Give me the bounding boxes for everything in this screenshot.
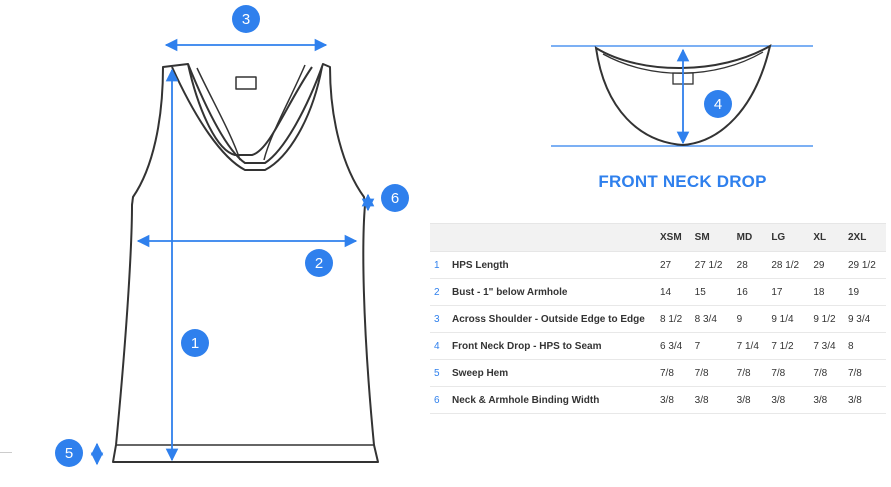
tank-top-outline [112,63,379,463]
table-row: 3 Across Shoulder - Outside Edge to Edge… [430,305,886,333]
size-chart-table: XSM SM MD LG XL 2XL 1 HPS Length 27 27 1… [430,223,886,414]
cell-2xl: 8 [843,332,886,360]
cell-xl: 29 [809,251,844,279]
cell-2xl: 7/8 [843,359,886,387]
cell-xl: 9 1/2 [809,305,844,333]
header-measurement [448,223,656,252]
header-2xl: 2XL [843,223,886,252]
header-md: MD [732,223,768,252]
cell-xsm: 14 [656,278,691,306]
cell-md: 16 [732,278,768,306]
cell-md: 7/8 [732,359,768,387]
row-measurement: Across Shoulder - Outside Edge to Edge [448,305,656,333]
marker-4: 4 [704,90,732,118]
svg-text:4: 4 [714,96,722,113]
table-row: 2 Bust - 1" below Armhole 14 15 16 17 18… [430,278,886,306]
cell-2xl: 19 [843,278,886,306]
table-header-row: XSM SM MD LG XL 2XL [430,223,886,252]
cell-xsm: 6 3/4 [656,332,691,360]
cell-xsm: 8 1/2 [656,305,691,333]
header-sm: SM [690,223,733,252]
table-row: 6 Neck & Armhole Binding Width 3/8 3/8 3… [430,386,886,414]
table-row: 4 Front Neck Drop - HPS to Seam 6 3/4 7 … [430,332,886,360]
row-measurement: HPS Length [448,251,656,279]
marker-6: 6 [381,184,409,212]
header-xsm: XSM [656,223,691,252]
cell-xl: 7/8 [809,359,844,387]
header-xl: XL [809,223,844,252]
cell-xsm: 7/8 [656,359,691,387]
cell-lg: 9 1/4 [767,305,810,333]
marker-3: 3 [232,5,260,33]
page-edge-fragment [0,452,12,475]
cell-sm: 3/8 [690,386,733,414]
cell-lg: 17 [767,278,810,306]
row-measurement: Neck & Armhole Binding Width [448,386,656,414]
cell-md: 7 1/4 [732,332,768,360]
cell-xl: 7 3/4 [809,332,844,360]
cell-md: 28 [732,251,768,279]
front-neck-drop-title: FRONT NECK DROP [598,172,767,191]
marker-2: 2 [305,249,333,277]
header-lg: LG [767,223,810,252]
cell-sm: 7/8 [690,359,733,387]
row-measurement: Sweep Hem [448,359,656,387]
marker-5: 5 [55,439,83,467]
row-index: 1 [430,251,448,279]
svg-text:1: 1 [191,335,199,352]
marker-1: 1 [181,329,209,357]
row-index: 5 [430,359,448,387]
row-index: 2 [430,278,448,306]
svg-text:5: 5 [65,445,73,462]
cell-sm: 15 [690,278,733,306]
cell-2xl: 9 3/4 [843,305,886,333]
row-index: 3 [430,305,448,333]
front-neck-sketch [551,43,813,147]
svg-text:2: 2 [315,255,323,272]
measure-arrows [90,38,375,466]
table-row: 5 Sweep Hem 7/8 7/8 7/8 7/8 7/8 7/8 [430,359,886,387]
row-measurement: Bust - 1" below Armhole [448,278,656,306]
cell-lg: 7/8 [767,359,810,387]
cell-sm: 27 1/2 [690,251,733,279]
row-measurement: Front Neck Drop - HPS to Seam [448,332,656,360]
cell-sm: 7 [690,332,733,360]
cell-xsm: 27 [656,251,691,279]
header-index [430,223,448,252]
cell-xl: 18 [809,278,844,306]
table-row: 1 HPS Length 27 27 1/2 28 28 1/2 29 29 1… [430,251,886,279]
cell-lg: 7 1/2 [767,332,810,360]
svg-text:6: 6 [391,190,399,207]
row-index: 6 [430,386,448,414]
svg-text:3: 3 [242,11,250,28]
cell-lg: 3/8 [767,386,810,414]
cell-md: 3/8 [732,386,768,414]
cell-2xl: 29 1/2 [843,251,886,279]
cell-2xl: 3/8 [843,386,886,414]
cell-md: 9 [732,305,768,333]
cell-xsm: 3/8 [656,386,691,414]
cell-lg: 28 1/2 [767,251,810,279]
cell-xl: 3/8 [809,386,844,414]
cell-sm: 8 3/4 [690,305,733,333]
row-index: 4 [430,332,448,360]
